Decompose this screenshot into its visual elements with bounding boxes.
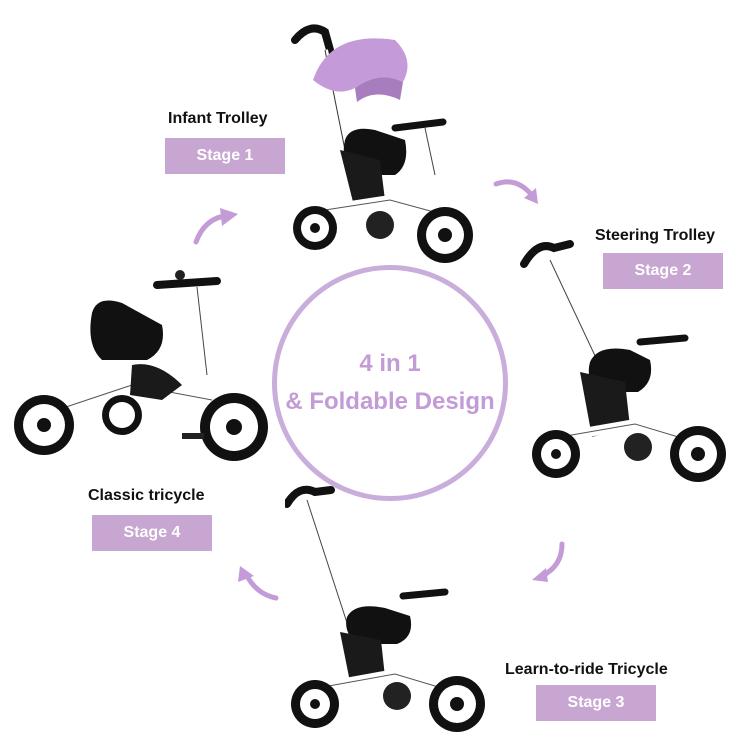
classic-tricycle-illustration	[14, 270, 268, 461]
curved-arrow-icon	[493, 179, 538, 204]
stage-4-badge: Stage 4	[92, 515, 212, 551]
learn-to-ride-tricycle-illustration	[285, 485, 485, 732]
curved-arrow-icon	[532, 541, 565, 582]
canopy	[313, 38, 408, 92]
push-handle	[291, 24, 334, 54]
curved-arrow-icon	[238, 566, 279, 601]
stage-3-badge: Stage 3	[536, 685, 656, 721]
stage-1-badge: Stage 1	[165, 138, 285, 174]
handlebar	[153, 277, 221, 289]
stage-3-title: Learn-to-ride Tricycle	[505, 661, 668, 678]
curved-arrow-icon	[193, 208, 238, 245]
push-handle	[520, 240, 574, 268]
center-line-1: 4 in 1	[359, 350, 421, 377]
steering-trolley-illustration	[520, 240, 726, 482]
seat	[90, 300, 163, 360]
seat	[346, 606, 412, 644]
center-line-2: & Foldable Design	[285, 388, 495, 415]
stage-1-title: Infant Trolley	[168, 110, 268, 127]
push-handle	[285, 485, 335, 508]
center-feature-circle: 4 in 1 & Foldable Design	[272, 265, 508, 501]
stage-2-title: Steering Trolley	[595, 227, 716, 244]
stage-2-badge: Stage 2	[603, 253, 723, 289]
stage-4-title: Classic tricycle	[88, 487, 205, 504]
pedal	[182, 433, 204, 439]
infant-trolley-illustration	[291, 24, 473, 263]
